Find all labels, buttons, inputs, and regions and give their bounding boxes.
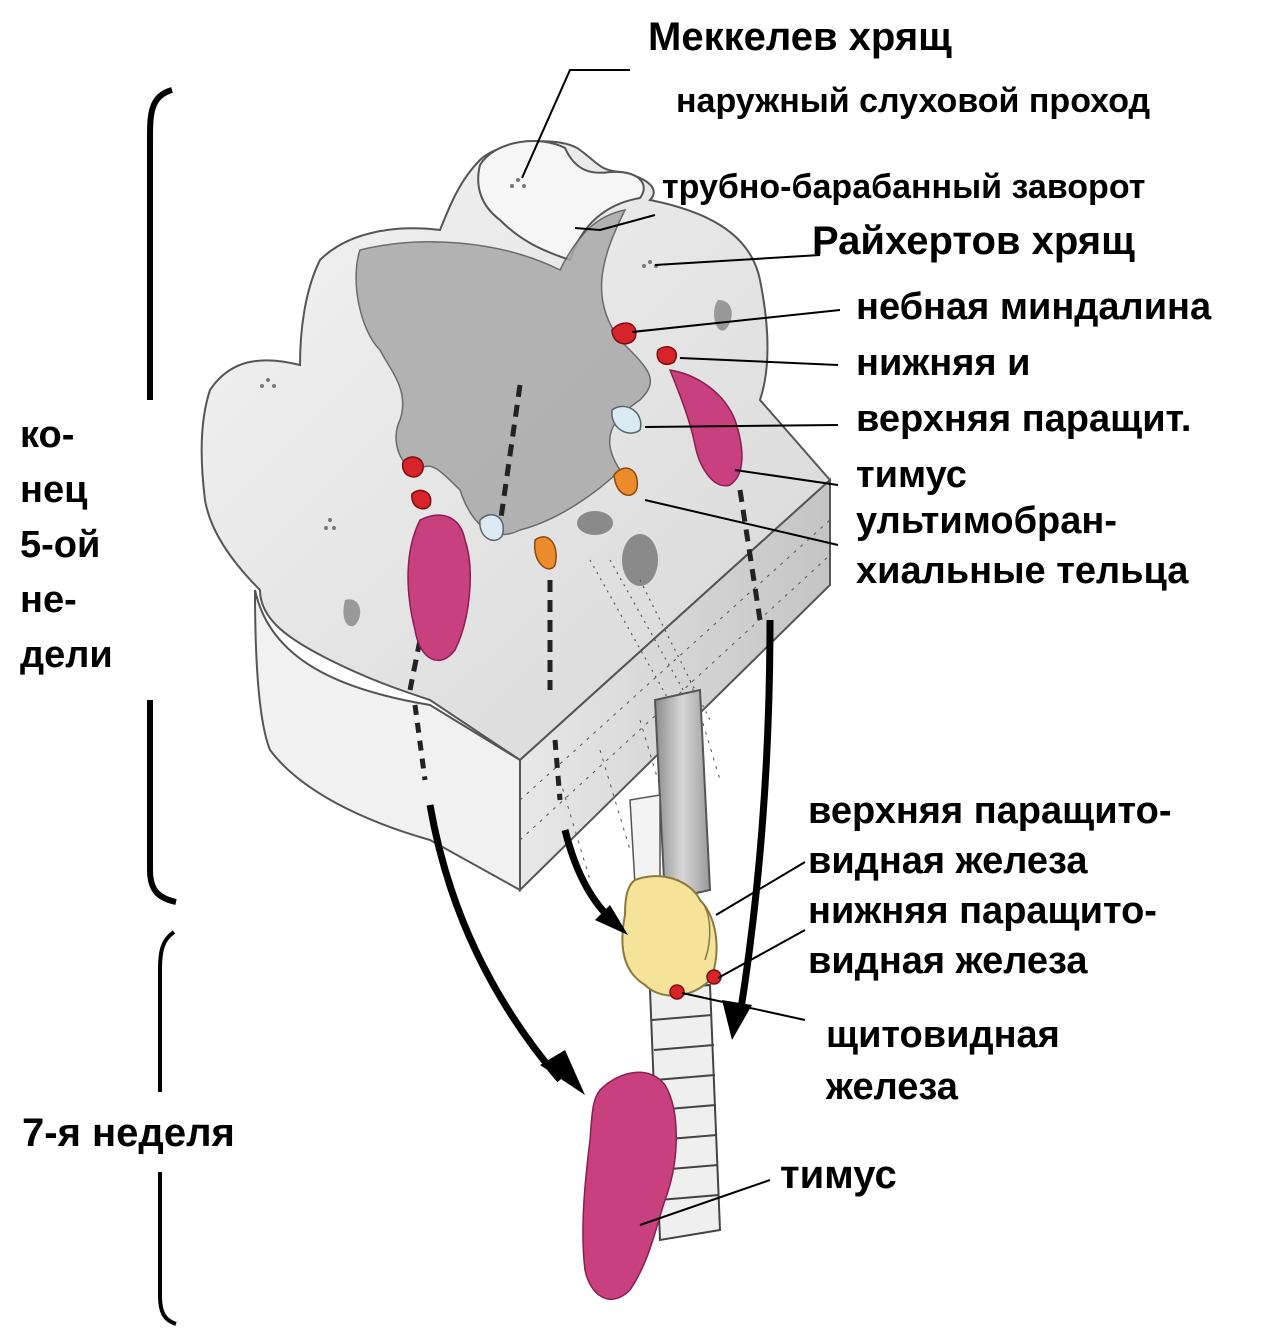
label-lower-parathyroid-1: нижняя паращито- xyxy=(808,890,1157,934)
dark-pouch-2 xyxy=(622,534,658,586)
label-ultimobranchial-2: хиальные тельца xyxy=(856,550,1188,594)
label-end-of-week5: ко- нец 5-ой не- дели xyxy=(20,408,113,683)
parathyroid-lower-left xyxy=(670,985,684,999)
parathyroid-red-2 xyxy=(657,347,676,365)
label-external-ear-canal: наружный слуховой проход xyxy=(676,82,1150,121)
thymus-lower xyxy=(583,1072,676,1299)
label-lower-and: нижняя и xyxy=(856,342,1030,386)
bracket-week5 xyxy=(150,90,176,902)
label-tubotympanic-recess: трубно-барабанный заворот xyxy=(662,168,1145,207)
label-upper-parathyroid-2: видная железа xyxy=(808,840,1088,884)
week5-line: 5-ой xyxy=(20,518,113,573)
label-upper-parathyroid-1: верхняя паращито- xyxy=(808,790,1172,834)
parathyroid-red-4 xyxy=(412,490,431,508)
arrow-ultimobranchial xyxy=(740,620,770,1015)
dark-pouch-1 xyxy=(577,511,613,535)
parathyroid-red-3 xyxy=(403,457,424,477)
trachea-tube xyxy=(655,690,710,900)
label-thymus-top: тимус xyxy=(856,454,967,498)
week5-line: ко- xyxy=(20,408,113,463)
label-thyroid-2: железа xyxy=(826,1066,958,1110)
label-thymus-bottom: тимус xyxy=(780,1152,897,1198)
label-lower-parathyroid-2: видная железа xyxy=(808,940,1088,984)
label-meckel-cartilage: Меккелев хрящ xyxy=(648,14,952,60)
week5-line: дели xyxy=(20,628,113,683)
label-reichert-cartilage: Райхертов хрящ xyxy=(812,218,1135,264)
leader-lower-parathyroid xyxy=(718,930,805,978)
label-thyroid-1: щитовидная xyxy=(826,1014,1060,1058)
parathyroid-red-1 xyxy=(612,323,636,344)
week5-line: нец xyxy=(20,463,113,518)
thyroid-gland xyxy=(622,876,716,996)
label-ultimobranchial-1: ультимобран- xyxy=(856,500,1117,544)
label-upper-parathyroid-short: верхняя паращит. xyxy=(856,398,1191,442)
label-week7: 7-я неделя xyxy=(22,1110,235,1156)
week5-line: не- xyxy=(20,573,113,628)
label-palatine-tonsil: небная миндалина xyxy=(856,286,1211,330)
